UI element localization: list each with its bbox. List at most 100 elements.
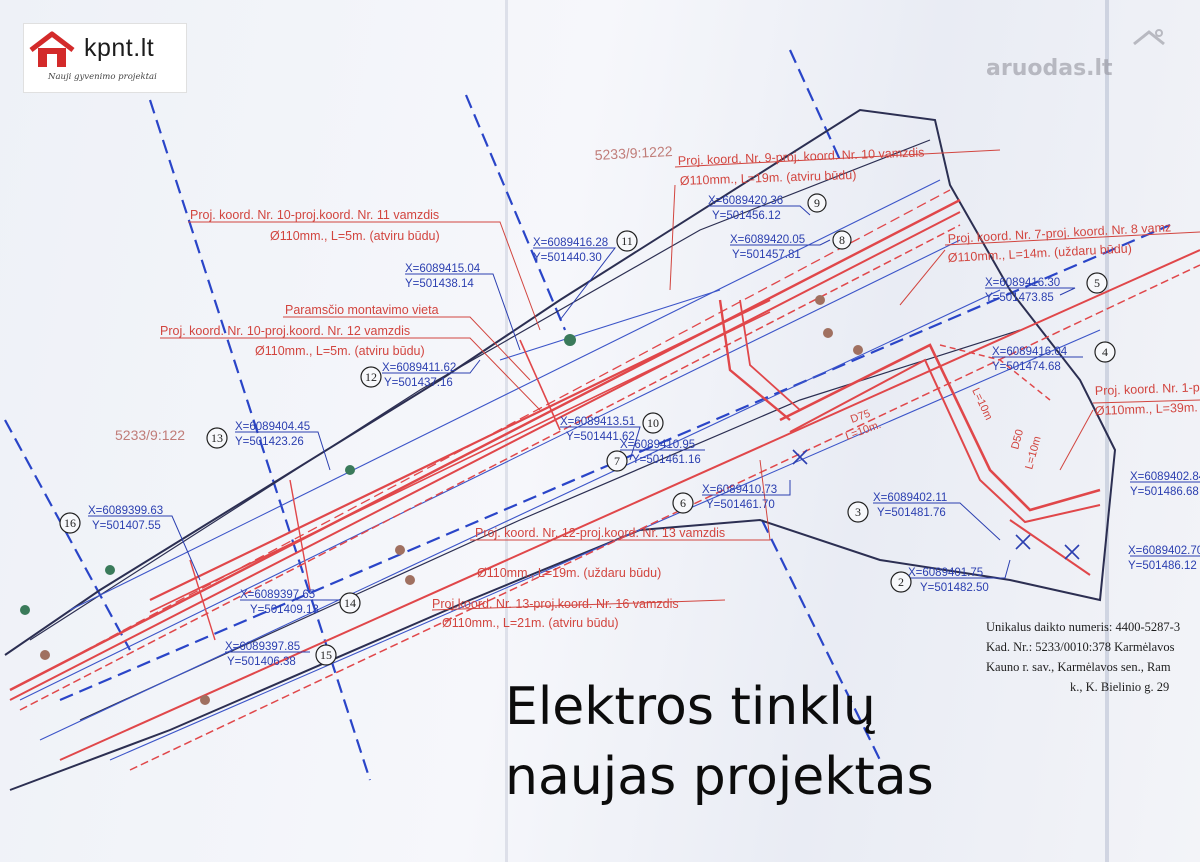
dimension-label: L=10m.: [844, 419, 883, 443]
pole-symbol: [564, 334, 576, 346]
coord-leader: [730, 239, 831, 246]
coord-y: Y=501423.26: [235, 436, 304, 448]
coord-y: Y=501482.50: [920, 582, 989, 594]
coord-x: X=6089402.84: [1130, 471, 1200, 483]
coord-leader: [873, 502, 1001, 541]
point-marker: [890, 571, 912, 593]
coord-x: X=6089413.51: [560, 416, 635, 428]
address-line: k., K. Bielinio g. 29: [1070, 680, 1170, 694]
point-marker: [360, 366, 382, 388]
leader-line: [899, 249, 946, 306]
utility-line: [39, 289, 1001, 741]
point-number: 4: [1102, 345, 1108, 359]
x-mark: [1064, 544, 1080, 560]
cable-line: [779, 343, 1101, 512]
point-number: 10: [647, 416, 659, 430]
point-number: 7: [614, 454, 620, 468]
grid-axis: [464, 94, 567, 331]
coord-leader: [985, 287, 1076, 296]
coord-y: Y=501437.16: [384, 377, 453, 389]
leader-line: [188, 221, 541, 331]
point-marker: [1094, 341, 1116, 363]
coord-leader: [235, 431, 331, 471]
coord-y: Y=501461.70: [706, 499, 775, 511]
coord-y: Y=501456.12: [712, 210, 781, 222]
headline-line: Elektros tinklų: [505, 677, 876, 737]
point-number: 12: [365, 370, 377, 384]
pipe-note-title: Proj. koord. Nr. 12-proj.koord. Nr. 13 v…: [475, 526, 725, 540]
aruodas-watermark: aruodas.lt: [986, 56, 1113, 81]
pipe-note-spec: Ø110mm., L=5m. (atviru būdu): [270, 229, 440, 243]
coord-y: Y=501441.62: [566, 431, 635, 443]
coord-leader: [908, 559, 1011, 579]
pipe-note-spec: Ø110mm., L=14m. (uždaru būdu): [947, 241, 1132, 265]
cable-line: [149, 299, 771, 601]
point-number: 16: [64, 516, 76, 530]
point-marker: [1086, 272, 1108, 294]
point-number: 5: [1094, 276, 1100, 290]
grid-axes: [4, 49, 1171, 781]
pole-symbol: [395, 545, 405, 555]
point-number: 15: [320, 648, 332, 662]
unique-number: Unikalus daikto numeris: 4400-5287-3: [986, 620, 1181, 634]
leader-line: [674, 149, 1001, 168]
point-marker: [672, 492, 694, 514]
paper-fold: [1105, 0, 1109, 862]
cable-line: [9, 211, 961, 701]
coord-leader: [533, 247, 617, 321]
utility-lines: [19, 179, 1101, 761]
coord-x: X=6089397.65: [240, 589, 315, 601]
pole-symbol: [40, 650, 50, 660]
pole-symbol: [853, 345, 863, 355]
pipe-note-title: Proj. koord. Nr. 7-proj. koord. Nr. 8 va…: [947, 220, 1171, 246]
kpnt-logo[interactable]: kpnt.lt Nauji gyvenimo projektai: [24, 24, 186, 92]
point-marker: [606, 450, 628, 472]
point-marker: [206, 427, 228, 449]
headline-line: naujas projektas: [505, 747, 934, 807]
house-icon: [1133, 29, 1165, 46]
pole-symbol: [200, 695, 210, 705]
parcel-id: 5233/9:1222: [594, 143, 673, 163]
utility-line: [19, 239, 961, 701]
pipe-note-title: Paramsčio montavimo vieta: [285, 303, 439, 317]
x-mark: [792, 449, 808, 465]
cable-line: [939, 344, 1051, 401]
leader-line: [669, 184, 676, 291]
pipe-note-spec: Ø110mm., L=19m. (uždaru būdu): [477, 566, 661, 580]
pole-symbol: [823, 328, 833, 338]
point-marker: [339, 592, 361, 614]
boundary-line: [79, 329, 1021, 721]
cable-line: [739, 299, 801, 411]
pole-symbol: [405, 575, 415, 585]
coord-y: Y=501438.14: [405, 278, 474, 290]
pipe-note-title: Proj. koord. Nr. 9-proj. koord. Nr. 10 v…: [678, 145, 925, 168]
coord-leader: [708, 205, 811, 216]
x-marks: [792, 449, 1080, 560]
point-number: 6: [680, 496, 686, 510]
cable-line: [59, 249, 1200, 761]
coord-y: Y=501457.81: [732, 249, 801, 261]
leader-line: [1059, 409, 1094, 471]
coord-y: Y=501474.68: [992, 361, 1061, 373]
point-marker: [315, 644, 337, 666]
cadastral-number: Kad. Nr.: 5233/0010:378 Karmėlavos: [986, 640, 1175, 654]
pipe-note-title: Proj. koord. Nr. 1-p: [1095, 380, 1200, 398]
coord-leader: [560, 426, 641, 461]
pipe-note-title: Proj. koord. Nr. 10-proj.koord. Nr. 11 v…: [190, 208, 439, 222]
coord-y: Y=501440.30: [533, 252, 602, 264]
coord-x: X=6089410.73: [702, 484, 777, 496]
coordinates: X=6089420.36 Y=501456.12 X=6089420.05 Y=…: [88, 195, 1200, 668]
coord-y: Y=501473.85: [985, 292, 1054, 304]
utility-line: [109, 329, 1101, 761]
cable-line: [718, 299, 791, 421]
pole-symbol: [345, 465, 355, 475]
coord-y: Y=501407.55: [92, 520, 161, 532]
coord-x: X=6089420.05: [730, 234, 805, 246]
parcel-id: 5233/9:122: [115, 427, 185, 443]
pipe-note-title: Proj.koord. Nr. 13-proj.koord. Nr. 16 va…: [432, 597, 679, 611]
point-marker: [59, 512, 81, 534]
paper-fold: [505, 0, 508, 862]
coord-x: X=6089411.62: [382, 362, 456, 374]
cable-line: [29, 189, 951, 681]
